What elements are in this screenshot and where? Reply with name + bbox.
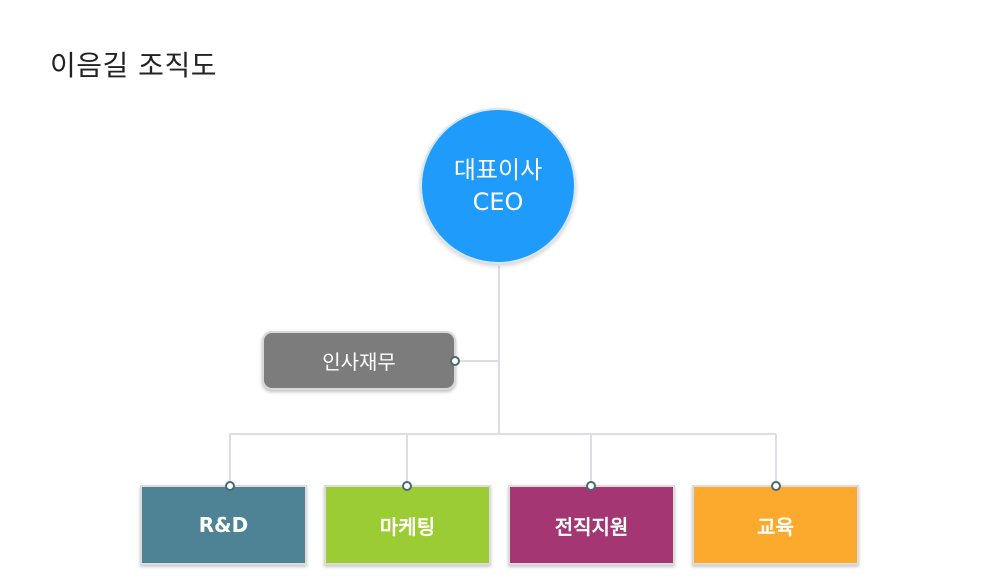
staff-node-hr-finance: 인사재무 [262,331,456,390]
dept-connector-dot-3 [586,481,596,491]
dept-node-education: 교육 [692,485,859,565]
dept-node-label: 전직지원 [554,514,629,539]
dept-node-marketing: 마케팅 [324,485,491,565]
dept-node-label: 교육 [757,514,794,539]
dept-node-label: 마케팅 [379,514,436,539]
dept-connector-dot-1 [225,481,235,491]
page-title: 이음길 조직도 [50,49,217,82]
dept-connector-dot-4 [771,481,781,491]
dept-connector-dot-2 [402,481,412,491]
ceo-node: 대표이사 CEO [420,108,576,264]
ceo-title-korean: 대표이사 [453,156,543,184]
ceo-title-english: CEO [472,188,524,216]
staff-connector-dot [450,356,460,366]
dept-node-career-support: 전직지원 [508,485,675,565]
staff-node-label: 인사재무 [322,350,396,374]
dept-node-label: R&D [198,513,249,537]
dept-node-rnd: R&D [140,485,307,565]
